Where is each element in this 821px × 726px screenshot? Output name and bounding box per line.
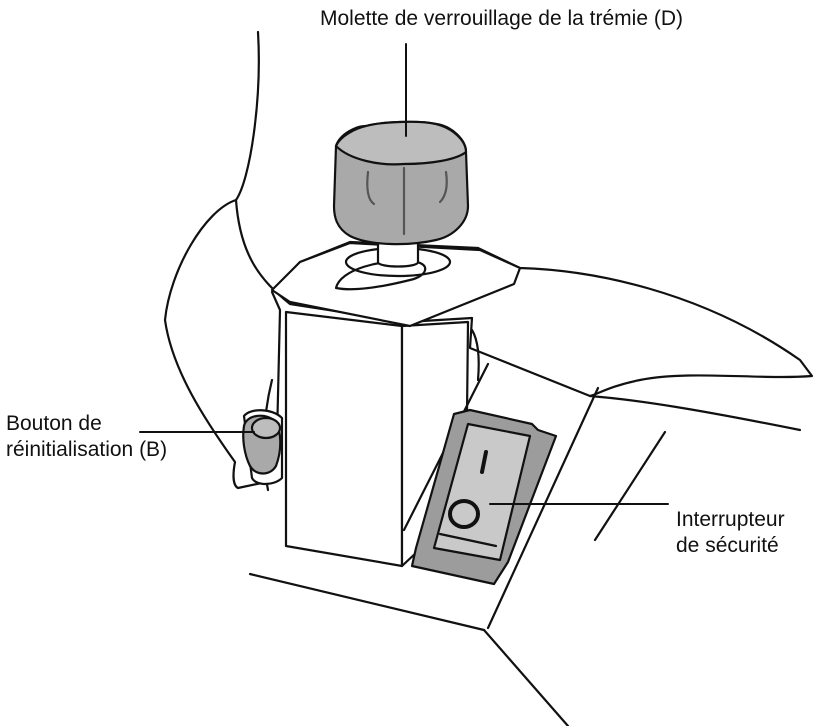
reset-button-cap xyxy=(252,418,280,438)
safety-switch-label: Interrupteur de sécurité xyxy=(676,507,785,559)
housing-diagonal-1 xyxy=(595,432,665,540)
knob-label-text: Molette de verrouillage de la trémie (D) xyxy=(320,6,683,32)
knob-label: Molette de verrouillage de la trémie (D) xyxy=(320,6,683,32)
housing-bottom-right xyxy=(484,630,568,726)
reset-label-line1: Bouton de xyxy=(6,411,167,437)
reset-label-line2: réinitialisation (B) xyxy=(6,437,167,463)
reset-button-label: Bouton de réinitialisation (B) xyxy=(6,411,167,463)
switch-label-line1: Interrupteur xyxy=(676,507,785,533)
hopper-back-edge xyxy=(236,32,259,200)
housing-bottom-left xyxy=(250,574,484,630)
housing-right-edge xyxy=(590,396,800,430)
switch-label-line2: de sécurité xyxy=(676,533,785,559)
column-front xyxy=(286,312,402,566)
